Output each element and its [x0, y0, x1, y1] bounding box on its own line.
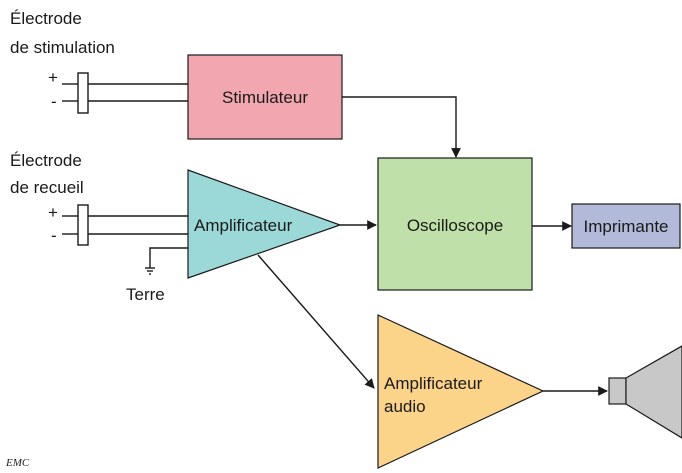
oscilloscope-label: Oscilloscope — [407, 216, 503, 235]
stim-minus-sign: - — [51, 92, 57, 111]
oscilloscope-box — [377, 157, 533, 291]
audio-amplifier-block: Amplificateur audio — [377, 314, 545, 469]
amplifier-to-audio-amplifier-arrow — [257, 254, 375, 389]
amplifier-triangle — [187, 169, 342, 279]
ground-symbol — [145, 247, 188, 275]
ground-label: Terre — [126, 285, 165, 304]
stimulator-label: Stimulateur — [222, 88, 308, 107]
speaker-body — [608, 377, 627, 405]
rec-plus-sign: + — [48, 203, 58, 222]
audio-amplifier-triangle — [377, 314, 545, 469]
stim-electrode-label-line2: de stimulation — [10, 38, 115, 57]
rec-electrode-icon: + - — [48, 203, 188, 246]
stim-electrode-label-line1: Électrode — [10, 9, 82, 28]
printer-box — [571, 203, 681, 249]
printer-block: Imprimante — [571, 203, 681, 249]
stim-electrode-icon: + - — [48, 68, 188, 114]
stimulator-block: Stimulateur — [187, 54, 343, 140]
speaker-icon — [608, 345, 682, 439]
rec-electrode-label-line1: Électrode — [10, 151, 82, 170]
stimulator-to-oscilloscope-arrow — [342, 96, 461, 158]
amplifier-label: Amplificateur — [194, 216, 293, 235]
stim-plus-sign: + — [48, 68, 58, 87]
rec-minus-sign: - — [51, 226, 57, 245]
audio-amplifier-label-line2: audio — [384, 397, 426, 416]
stimulator-box — [187, 54, 343, 140]
audio-amplifier-label-line1: Amplificateur — [384, 374, 483, 393]
oscilloscope-block: Oscilloscope — [377, 157, 533, 291]
amplifier-block: Amplificateur — [187, 169, 342, 279]
emc-logo: EMC — [5, 457, 30, 469]
rec-electrode-label-line2: de recueil — [10, 178, 84, 197]
speaker-cone — [625, 345, 682, 439]
printer-label: Imprimante — [583, 217, 668, 236]
